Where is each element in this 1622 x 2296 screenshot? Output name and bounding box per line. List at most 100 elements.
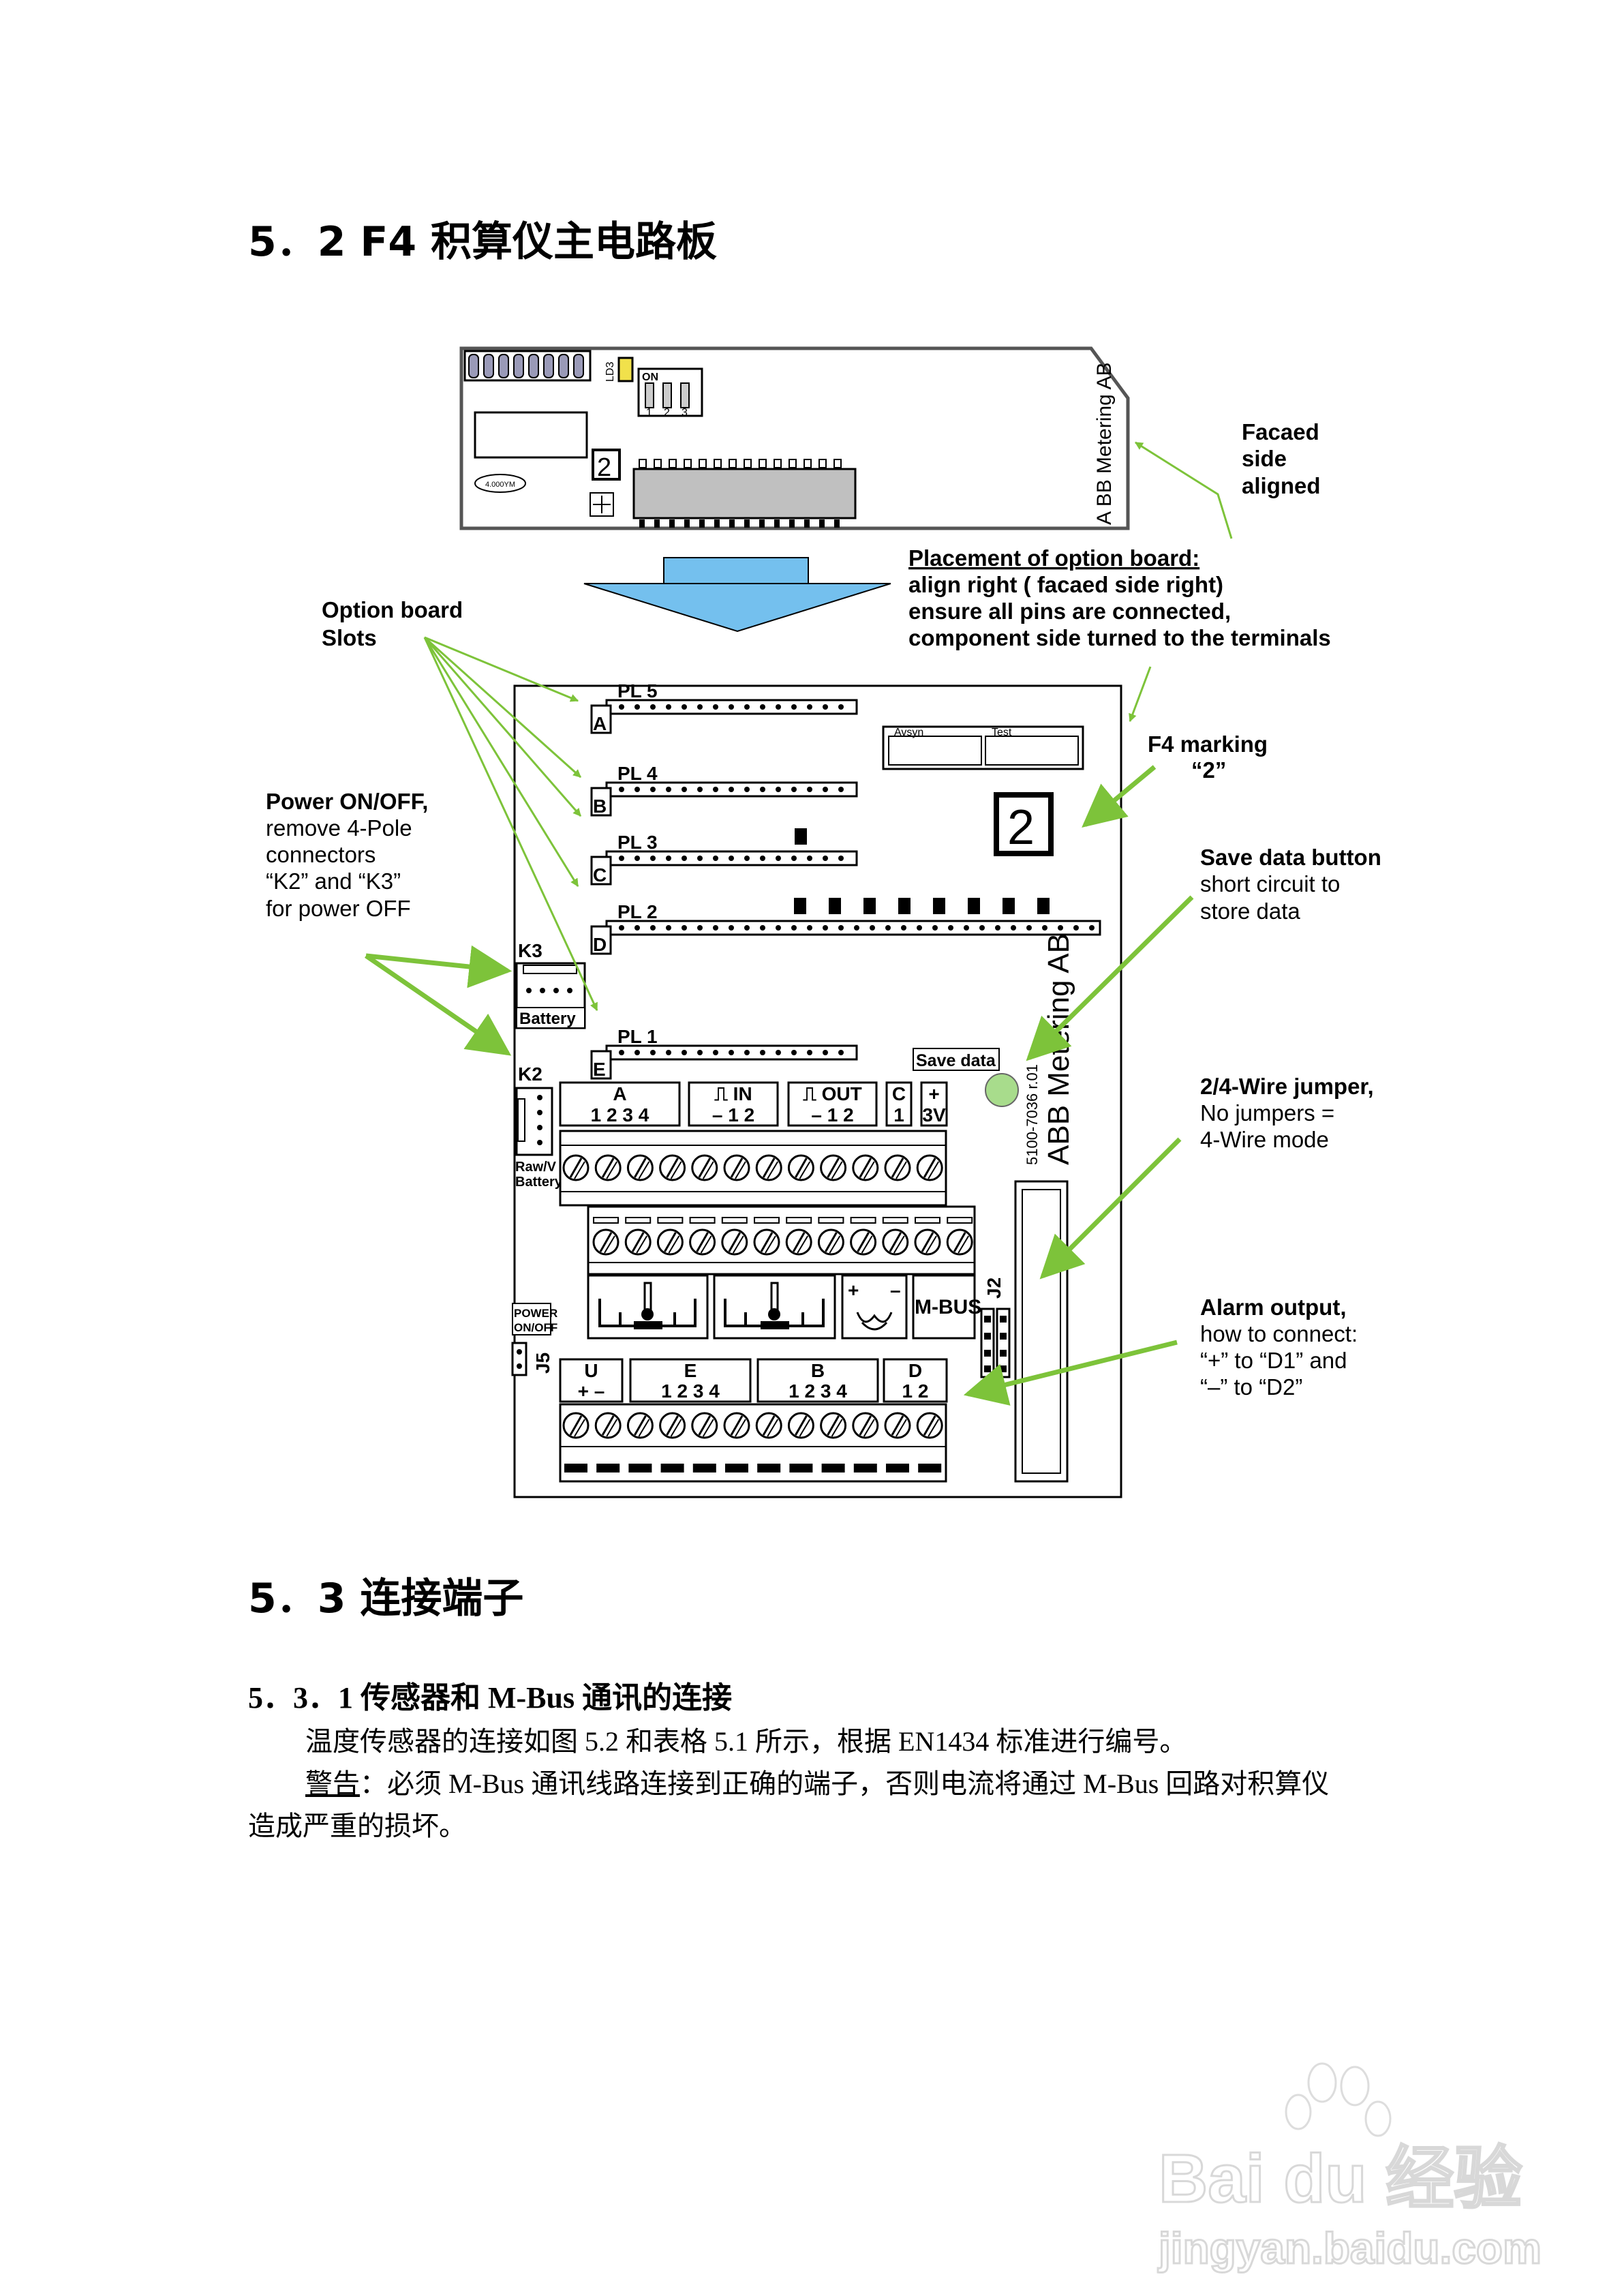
screw-slot <box>896 1419 907 1437</box>
arrow-slot-c <box>423 637 582 817</box>
callout-text: Slots <box>322 625 377 650</box>
slot-pin <box>666 787 671 792</box>
screw-slot <box>698 1415 711 1436</box>
slot-pin <box>901 925 906 931</box>
screw-slot <box>827 1158 840 1178</box>
terminal-label-box <box>787 1081 878 1127</box>
terminal-pad <box>886 1464 909 1472</box>
battery-label: Battery <box>519 1010 576 1028</box>
terminal-tab <box>850 1217 876 1224</box>
chip-pin <box>699 519 705 528</box>
chip-pin <box>833 459 842 468</box>
screw-slot <box>859 1415 872 1436</box>
slot-pin <box>697 704 703 710</box>
terminal-label-3: ⎍ OUT– 1 2 <box>787 1081 878 1127</box>
dip-toggle[interactable] <box>680 382 690 408</box>
slot-pin <box>1058 925 1063 931</box>
option-slot-c[interactable]: CPL 3 <box>590 828 858 886</box>
option-marking-box <box>592 449 621 481</box>
slot-letter: B <box>593 796 607 817</box>
slot-pin <box>948 925 953 931</box>
screw-slot <box>863 1419 875 1437</box>
chip-pin <box>744 459 752 468</box>
terminal-pad <box>918 1464 942 1472</box>
terminal-label-2: ⎍ IN– 1 2 <box>688 1081 779 1127</box>
terminal-block-1 <box>559 1130 947 1207</box>
option-slot-b[interactable]: BPL 4 <box>590 763 858 817</box>
slot-pin <box>634 925 640 931</box>
slot-pin <box>885 925 891 931</box>
save-data-label: Save data <box>916 1051 996 1070</box>
save-data-button[interactable] <box>985 1073 1019 1107</box>
slot-pin <box>760 925 765 931</box>
slot-pin <box>807 856 812 861</box>
terminal-label-box <box>883 1358 948 1403</box>
dip-number: 3 <box>682 407 688 419</box>
terminal-numbers: + – <box>578 1380 605 1402</box>
f4-marking-box <box>994 792 1054 856</box>
callout-text: align right ( facaed side right) <box>908 572 1223 597</box>
option-slot-e[interactable]: EPL 1 <box>590 1026 858 1080</box>
warning-text: ：必须 M-Bus 通讯线路连接到正确的端子，否则电流将通过 M-Bus 回路对… <box>360 1768 1329 1799</box>
flow-meter-icon: +– <box>841 1274 908 1340</box>
callout-text: Facaed <box>1242 419 1319 444</box>
dip-switch[interactable]: ON 1 2 3 <box>637 367 703 419</box>
dip-toggle[interactable] <box>645 382 654 408</box>
option-slot-d[interactable]: DPL 2 <box>590 898 1101 955</box>
screw-slot <box>728 1232 741 1252</box>
callout-title: Power ON/OFF, <box>266 789 428 814</box>
slot-pin <box>666 704 671 710</box>
screw-slot <box>760 1232 774 1252</box>
screw-slot <box>857 1232 870 1252</box>
slot-pin <box>697 856 703 861</box>
screw-slot <box>670 1419 682 1437</box>
paragraph-warning: 警告：必须 M-Bus 通讯线路连接到正确的端子，否则电流将通过 M-Bus 回… <box>305 1768 1329 1799</box>
display-connector <box>1014 1180 1069 1483</box>
terminal-label-4: C1 <box>885 1081 913 1127</box>
slot-pin <box>650 704 656 710</box>
slot-pin <box>823 925 828 931</box>
slot-pin <box>791 856 797 861</box>
f4-marking: 2 <box>1007 800 1035 855</box>
option-slot-a[interactable]: APL 5 <box>590 680 858 734</box>
callout-f4-marking: F4 marking “2” <box>1148 731 1268 783</box>
arrow-placement <box>1129 666 1152 723</box>
dip-toggle[interactable] <box>662 382 672 408</box>
screw-slot <box>601 1415 615 1436</box>
k2-connector[interactable]: Raw/V Battery <box>515 1087 563 1190</box>
screw-slot <box>762 1415 776 1436</box>
jumper-cap <box>1037 898 1050 914</box>
callout-text: Option board <box>322 597 463 622</box>
callout-text: “K2” and “K3” <box>266 868 401 894</box>
screw-slot <box>700 1235 712 1254</box>
chip-pin <box>834 519 840 528</box>
screw-slot <box>827 1415 840 1436</box>
terminal-numbers: 1 <box>893 1104 904 1126</box>
slot-pin <box>666 1050 671 1055</box>
slot-pin <box>619 856 624 861</box>
chip-pin <box>654 519 660 528</box>
j5-jumper[interactable] <box>511 1342 527 1376</box>
screw-slot <box>730 1415 744 1436</box>
screw-slot <box>631 1232 645 1252</box>
slot-pin <box>807 704 812 710</box>
k3-connector[interactable]: Battery <box>515 962 586 1029</box>
callout-text: ensure all pins are connected, <box>908 599 1231 624</box>
screw-slot <box>891 1158 904 1178</box>
watermark-logo-text: Bai du 经验 <box>1159 2141 1522 2217</box>
chip-pin <box>714 519 720 528</box>
slot-pin <box>838 704 844 710</box>
slot-pin <box>713 856 718 861</box>
terminal-tab <box>657 1217 684 1224</box>
chip-pin <box>804 459 812 468</box>
slot-pl-label: PL 2 <box>617 901 658 922</box>
header-pin <box>498 354 509 378</box>
slot-pin <box>760 856 765 861</box>
k3-label: K3 <box>518 940 542 961</box>
chip-pin <box>759 519 765 528</box>
header-pin <box>468 354 479 378</box>
wire-jumper-block[interactable] <box>980 1308 1011 1378</box>
power-label: POWER <box>514 1307 557 1320</box>
slot-pin <box>729 856 734 861</box>
slot-pin <box>634 1050 640 1055</box>
